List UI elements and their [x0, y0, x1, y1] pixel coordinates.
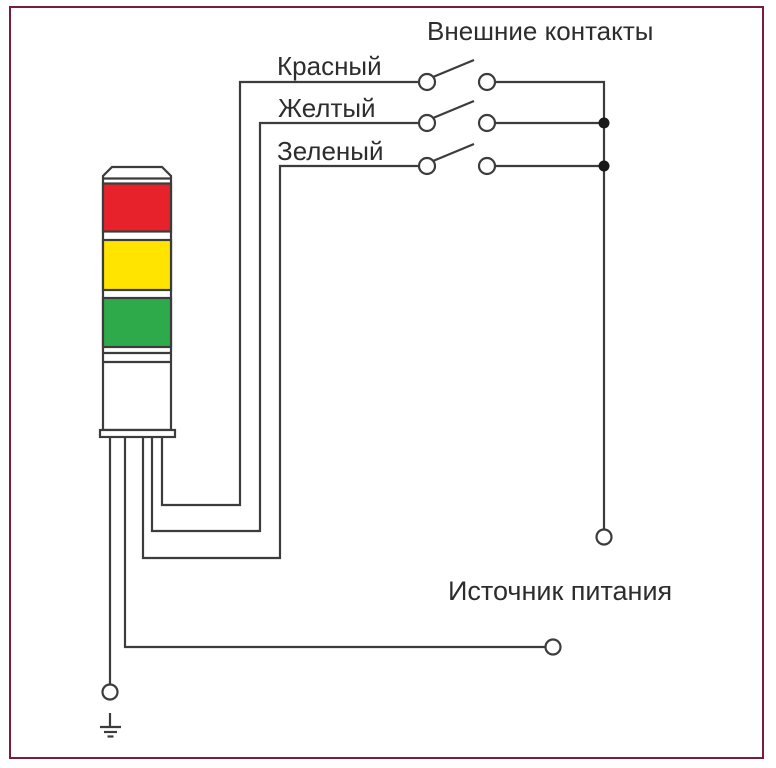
- ground-icon: [100, 713, 121, 738]
- switch-lever-yellow-icon: [432, 99, 475, 120]
- external-contacts-title: Внешние контакты: [427, 16, 653, 46]
- junction-dot-icon: [598, 160, 610, 172]
- tower-segment-green: [101, 296, 173, 349]
- junction-dot-icon: [598, 117, 610, 129]
- switch-contact-icon: [417, 72, 437, 92]
- switch-contact-icon: [477, 113, 497, 133]
- signal-tower-light: [98, 165, 177, 439]
- switch-contact-icon: [417, 113, 437, 133]
- junction-dots-group: [598, 117, 610, 172]
- tower-segment-yellow: [101, 238, 173, 292]
- labels-group: Внешние контакты Красный Желтый Зеленый …: [277, 16, 672, 606]
- bus-line: [495, 80, 606, 529]
- label-yellow-wire: Желтый: [278, 93, 376, 123]
- label-red-wire: Красный: [277, 51, 382, 81]
- wire-green: [141, 164, 419, 560]
- wire-yellow: [150, 121, 419, 533]
- switch-lever-red-icon: [432, 58, 475, 79]
- wiring-lines-group: [100, 58, 613, 738]
- power-source-label: Источник питания: [448, 576, 672, 606]
- switch-contact-icon: [477, 156, 497, 176]
- switch-contact-icon: [477, 72, 497, 92]
- tower-base-flange: [98, 428, 177, 439]
- power-terminal-circle-icon: [544, 638, 562, 656]
- wire-power: [123, 437, 545, 649]
- bus-terminal-circle-icon: [595, 528, 613, 546]
- label-green-wire: Зеленый: [277, 136, 384, 166]
- switch-lever-green-icon: [432, 142, 475, 163]
- tower-segment-red: [101, 182, 173, 233]
- wire-red: [160, 80, 419, 507]
- ground-terminal-circle-icon: [101, 683, 119, 701]
- switch-contact-icon: [417, 156, 437, 176]
